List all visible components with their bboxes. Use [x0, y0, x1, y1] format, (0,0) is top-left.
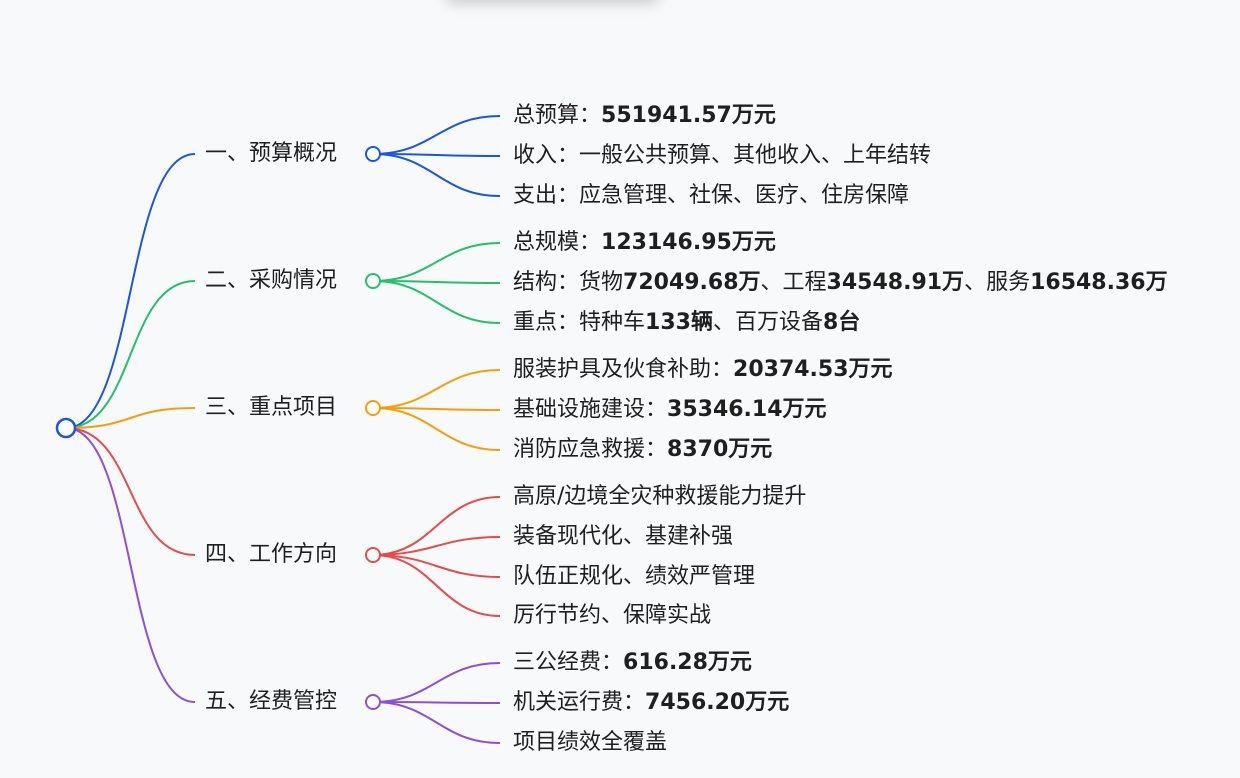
branch-node-1[interactable] — [365, 146, 381, 162]
leaf-connector-3-1 — [372, 369, 501, 409]
leaf-connector-4-2 — [372, 536, 501, 556]
leaf-label: 消防应急救援： — [513, 437, 668, 462]
leaf-connector-2-3 — [372, 280, 501, 324]
leaf-value: 551941.57万元 — [601, 103, 776, 128]
leaf-label: 总规模： — [513, 230, 602, 255]
root-connector-5 — [65, 427, 196, 703]
root-connector-1 — [65, 153, 196, 429]
leaf-connector-2-1 — [372, 242, 501, 282]
leaf-3-2[interactable]: 基础设施建设：35346.14万元 — [513, 395, 827, 425]
leaf-connector-5-1 — [372, 662, 501, 703]
branch-node-4[interactable] — [365, 547, 381, 563]
leaf-connector-4-1 — [372, 496, 501, 556]
leaf-connector-5-2 — [372, 701, 501, 704]
leaf-value: 8370万元 — [667, 437, 773, 462]
leaf-connector-1-2 — [372, 153, 501, 157]
branch-label-5[interactable]: 五、经费管控 — [205, 689, 338, 714]
leaf-4-2[interactable]: 装备现代化、基建补强 — [513, 522, 733, 552]
branch-label-1[interactable]: 一、预算概况 — [205, 141, 338, 166]
leaf-text-part: 34548.91万 — [826, 270, 965, 295]
leaf-label: 服装护具及伙食补助： — [513, 357, 734, 382]
root-connector-4 — [65, 427, 196, 556]
leaf-label: 项目绩效全覆盖 — [513, 730, 668, 755]
leaf-1-3[interactable]: 支出：应急管理、社保、医疗、住房保障 — [513, 181, 909, 211]
leaf-label: 支出：应急管理、社保、医疗、住房保障 — [513, 183, 910, 208]
leaf-label: 基础设施建设： — [513, 397, 668, 422]
leaf-label: 队伍正规化、绩效严管理 — [513, 564, 756, 589]
leaf-label: 机关运行费： — [513, 690, 646, 715]
leaf-5-1[interactable]: 三公经费：616.28万元 — [513, 648, 752, 678]
branch-label-2[interactable]: 二、采购情况 — [205, 268, 338, 293]
leaf-label: 收入：一般公共预算、其他收入、上年结转 — [513, 143, 932, 168]
leaf-connector-3-2 — [372, 407, 501, 411]
leaf-4-1[interactable]: 高原/边境全灾种救援能力提升 — [513, 482, 806, 512]
branch-label-4[interactable]: 四、工作方向 — [205, 542, 338, 567]
leaf-text-part: 重点：特种车 — [513, 310, 646, 335]
leaf-connector-1-1 — [372, 115, 501, 155]
leaf-value: 20374.53万元 — [733, 357, 893, 382]
leaf-5-2[interactable]: 机关运行费：7456.20万元 — [513, 688, 789, 718]
leaf-value: 123146.95万元 — [601, 230, 776, 255]
root-connector-3 — [65, 407, 196, 429]
root-connector-2 — [65, 280, 196, 429]
leaf-5-3[interactable]: 项目绩效全覆盖 — [513, 728, 667, 758]
leaf-2-1[interactable]: 总规模：123146.95万元 — [513, 228, 776, 258]
leaf-connector-1-3 — [372, 153, 501, 197]
leaf-2-3[interactable]: 重点：特种车133辆、百万设备8台 — [513, 308, 860, 338]
leaf-3-3[interactable]: 消防应急救援：8370万元 — [513, 435, 772, 465]
branch-node-2[interactable] — [365, 273, 381, 289]
leaf-4-3[interactable]: 队伍正规化、绩效严管理 — [513, 562, 755, 592]
leaf-text-part: 、百万设备 — [712, 310, 823, 335]
leaf-label: 装备现代化、基建补强 — [513, 524, 734, 549]
branch-node-5[interactable] — [365, 694, 381, 710]
leaf-label: 高原/边境全灾种救援能力提升 — [513, 484, 807, 509]
leaf-label: 三公经费： — [513, 650, 624, 675]
leaf-connector-4-4 — [372, 554, 501, 617]
leaf-connector-3-3 — [372, 407, 501, 451]
branch-label-3[interactable]: 三、重点项目 — [205, 395, 338, 420]
leaf-connector-4-3 — [372, 554, 501, 578]
leaf-text-part: 72049.68万 — [623, 270, 761, 295]
leaf-1-2[interactable]: 收入：一般公共预算、其他收入、上年结转 — [513, 141, 931, 171]
leaf-text-part: 8台 — [822, 310, 861, 335]
branch-node-3[interactable] — [365, 400, 381, 416]
leaf-1-1[interactable]: 总预算：551941.57万元 — [513, 101, 776, 131]
leaf-label: 厉行节约、保障实战 — [513, 603, 712, 628]
leaf-4-4[interactable]: 厉行节约、保障实战 — [513, 601, 711, 631]
leaf-text-part: 、服务 — [964, 270, 1031, 295]
leaf-3-1[interactable]: 服装护具及伙食补助：20374.53万元 — [513, 355, 893, 385]
leaf-label: 总预算： — [513, 103, 602, 128]
leaf-2-2[interactable]: 结构：货物72049.68万、工程34548.91万、服务16548.36万 — [513, 268, 1168, 298]
leaf-connector-2-2 — [372, 280, 501, 284]
leaf-value: 616.28万元 — [623, 650, 752, 675]
leaf-text-part: 结构：货物 — [513, 270, 624, 295]
leaf-value: 7456.20万元 — [645, 690, 790, 715]
leaf-text-part: 133辆 — [645, 310, 713, 335]
leaf-text-part: 、工程 — [760, 270, 827, 295]
leaf-text-part: 16548.36万 — [1030, 270, 1168, 295]
leaf-connector-5-3 — [372, 701, 501, 744]
root-node[interactable] — [55, 417, 77, 439]
leaf-value: 35346.14万元 — [667, 397, 827, 422]
